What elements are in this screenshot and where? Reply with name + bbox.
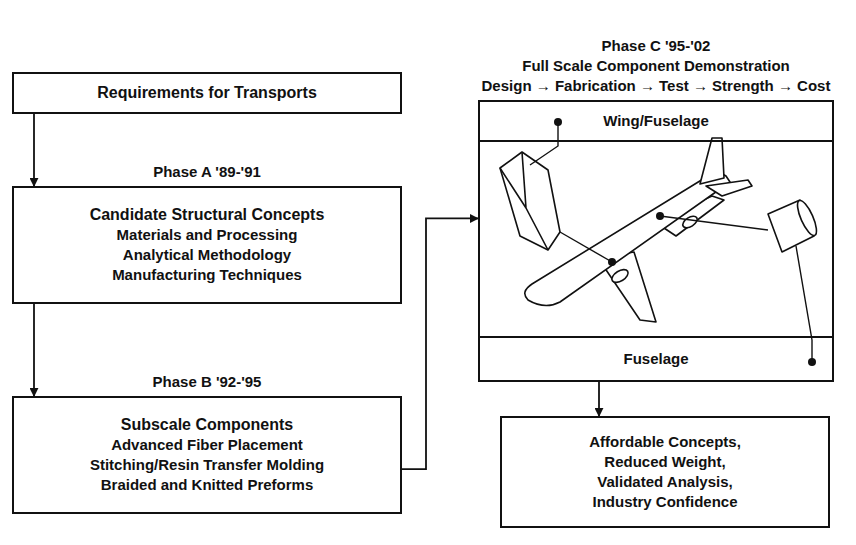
leader-dot	[554, 118, 562, 126]
flow-arrow	[402, 218, 478, 469]
box-text: Advanced Fiber Placement	[111, 435, 303, 455]
outcome-box: Affordable Concepts,Reduced Weight,Valid…	[500, 416, 830, 528]
leader-line	[660, 216, 768, 230]
fuselage-section-end	[794, 198, 820, 238]
flow-arrow	[598, 382, 600, 416]
phase-heading: Phase B '92-'95	[14, 372, 400, 392]
phase-heading: Phase C '95-'02Full Scale Component Demo…	[480, 36, 832, 96]
phase-heading-text: Design → Fabrication → Test → Strength →…	[480, 76, 832, 96]
demonstration-frame: Phase C '95-'02Full Scale Component Demo…	[478, 100, 834, 382]
leader-dot	[808, 358, 816, 366]
flow-arrow	[33, 114, 35, 186]
phase-box: Phase A '89-'91Candidate Structural Conc…	[12, 186, 402, 304]
box-text: Candidate Structural Concepts	[90, 205, 325, 225]
engine	[610, 267, 631, 285]
wing-section	[500, 152, 560, 250]
box-text: Validated Analysis,	[597, 472, 732, 492]
box-text: Subscale Components	[121, 415, 293, 435]
wing-section-detail	[500, 152, 548, 250]
phase-heading-text: Phase A '89-'91	[14, 162, 400, 182]
requirements-box: Requirements for Transports	[12, 72, 402, 114]
box-text: Analytical Methodology	[123, 245, 291, 265]
horizontal-tail	[706, 180, 752, 196]
box-text: Materials and Processing	[117, 225, 298, 245]
phase-heading-text: Phase C '95-'02	[480, 36, 832, 56]
box-text: Manufacturing Techniques	[112, 265, 302, 285]
box-text: Wing/Fuselage	[603, 111, 709, 131]
box-text: Industry Confidence	[592, 492, 737, 512]
fuselage-band: Fuselage	[480, 336, 832, 380]
leader-line	[796, 246, 812, 362]
box-text: Braided and Knitted Preforms	[101, 475, 314, 495]
flow-arrow	[33, 304, 35, 396]
engine	[681, 214, 699, 230]
leader-line	[530, 122, 558, 165]
phase-heading: Phase A '89-'91	[14, 162, 400, 182]
box-text: Affordable Concepts,	[589, 432, 741, 452]
wing-fuselage-band: Wing/Fuselage	[480, 102, 832, 142]
phase-box: Phase B '92-'95Subscale ComponentsAdvanc…	[12, 396, 402, 514]
box-text: Stitching/Resin Transfer Molding	[90, 455, 324, 475]
fuselage	[525, 173, 730, 306]
leader-line	[560, 232, 612, 262]
phase-heading-text: Phase B '92-'95	[14, 372, 400, 392]
leader-dot	[656, 212, 664, 220]
box-text: Fuselage	[623, 349, 688, 369]
box-text: Reduced Weight,	[604, 452, 725, 472]
leader-dot	[608, 258, 616, 266]
box-text: Requirements for Transports	[97, 83, 317, 103]
phase-heading-text: Full Scale Component Demonstration	[480, 56, 832, 76]
vertical-tail	[700, 138, 724, 184]
